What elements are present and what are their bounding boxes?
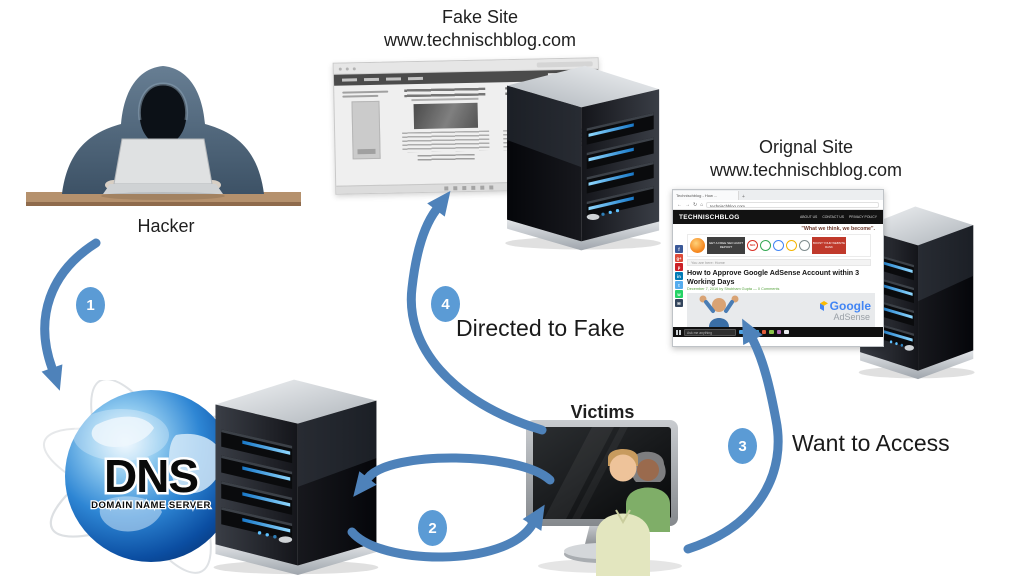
refresh-icon: ↻ — [693, 201, 698, 208]
hacker-label: Hacker — [137, 216, 195, 236]
google-wordmark: Google — [829, 299, 871, 313]
article-meta: December 7, 2016 by Shubham Gupta — 0 Co… — [687, 287, 780, 291]
article-hero-image: Google AdSense — [687, 293, 875, 327]
orignal-site-label: Orignal Site www.technischblog.com — [688, 136, 924, 183]
laptop-base — [103, 184, 223, 194]
fake-site-title: Fake Site — [441, 7, 519, 27]
back-icon: ← — [677, 201, 682, 208]
dns-server — [202, 370, 388, 576]
badge-icon — [773, 240, 784, 251]
windows-logo-icon — [676, 329, 681, 335]
victim-man — [596, 449, 650, 576]
facebook-icon: f — [675, 245, 683, 253]
step-badge-2: 2 — [418, 510, 447, 546]
victims-label: Victims — [570, 402, 635, 422]
forward-icon: → — [685, 201, 690, 208]
breadcrumb: You are here: Home — [687, 259, 871, 266]
new-tab-icon: + — [742, 194, 745, 200]
celebrating-man-illustration — [699, 295, 739, 327]
taskbar-app-icon — [746, 329, 751, 335]
taskbar-app-icon — [739, 329, 744, 335]
adsense-logo: Google — [819, 300, 871, 312]
window-button-icon — [345, 66, 349, 71]
ad-cta-button: BOOST YOUR WEBSITE RANK — [812, 237, 846, 254]
windows-taskbar: Ask me anything — [673, 327, 883, 337]
taskbar-app-icon — [776, 329, 781, 335]
orignal-site-screenshot: Technischblog - How ... + ← → ↻ ⌂ techni… — [672, 189, 884, 347]
whatsapp-icon: w — [675, 290, 683, 298]
site-navbar: TECHNISCHBLOG ABOUT US CONTACT US PRIVAC… — [673, 210, 883, 224]
browser-tab: Technischblog - How ... — [673, 191, 739, 200]
victims-illustration — [526, 420, 682, 576]
email-icon: ✉ — [675, 299, 683, 307]
site-content: f g+ p in t w ✉ GET A FREE SEO AUDIT REP… — [673, 233, 883, 337]
menu-item: CONTACT US — [822, 215, 845, 219]
ad-offer-text: GET A FREE SEO AUDIT REPORT — [707, 237, 745, 254]
orignal-site-url: www.technischblog.com — [709, 160, 903, 181]
ad-logo-icon — [690, 238, 705, 253]
taskbar-app-icon — [769, 329, 774, 335]
googleplus-icon: g+ — [675, 254, 683, 262]
social-share-bar: f g+ p in t w ✉ — [675, 245, 684, 308]
taskbar-app-icon — [761, 329, 766, 335]
badge-icon — [760, 240, 771, 251]
article-headline: How to Approve Google AdSense Account wi… — [687, 268, 860, 286]
shadowed-face — [139, 84, 187, 146]
seo-ad-banner: GET A FREE SEO AUDIT REPORT SEO BOOST YO… — [687, 234, 871, 257]
twitter-icon: t — [675, 281, 683, 289]
menu-item: ABOUT US — [800, 215, 818, 219]
fake-site-sidebar — [339, 89, 393, 182]
badge-icon — [799, 240, 810, 251]
want-to-access-label: Want to Access — [792, 430, 950, 456]
url-field: technischblog.com — [706, 201, 879, 208]
fake-article-image — [413, 102, 478, 130]
fake-site-url: www.technischblog.com — [383, 30, 577, 51]
browser-address-bar: ← → ↻ ⌂ technischblog.com — [673, 200, 883, 210]
browser-tab-bar: Technischblog - How ... + — [673, 190, 883, 200]
step-badge-1: 1 — [76, 287, 105, 323]
taskbar-search-box: Ask me anything — [684, 328, 736, 336]
fake-site-ad-box — [351, 100, 381, 160]
adsense-mark-icon — [819, 301, 828, 311]
badge-icon — [786, 240, 797, 251]
window-button-icon — [338, 67, 342, 71]
pinterest-icon: p — [675, 263, 683, 271]
step-badge-3: 3 — [728, 428, 757, 464]
laptop-lid — [113, 138, 213, 185]
menu-item: PRIVACY POLICY — [849, 215, 877, 219]
adsense-wordmark: AdSense — [833, 312, 870, 322]
taskbar-app-icon — [754, 329, 759, 335]
seo-badge-icon: SEO — [747, 240, 758, 251]
site-menu: ABOUT US CONTACT US PRIVACY POLICY — [800, 215, 877, 219]
site-tagline: "What we think, we become". — [673, 224, 883, 233]
linkedin-icon: in — [675, 272, 683, 280]
home-icon: ⌂ — [700, 201, 704, 208]
dns-globe: DNS DOMAIN NAME SERVER — [42, 380, 260, 574]
orignal-site-title: Orignal Site — [758, 137, 854, 157]
window-button-icon — [352, 66, 356, 70]
dns-acronym: DNS — [104, 450, 198, 502]
fake-site-article — [397, 86, 494, 180]
site-logo: TECHNISCHBLOG — [679, 213, 740, 221]
directed-to-fake-label: Directed to Fake — [456, 315, 625, 341]
hacker-illustration — [26, 66, 301, 206]
fake-site-server — [498, 56, 670, 252]
fake-site-label: Fake Site www.technischblog.com — [360, 6, 600, 53]
taskbar-app-icon — [784, 329, 789, 335]
dns-subtitle: DOMAIN NAME SERVER — [91, 500, 211, 511]
